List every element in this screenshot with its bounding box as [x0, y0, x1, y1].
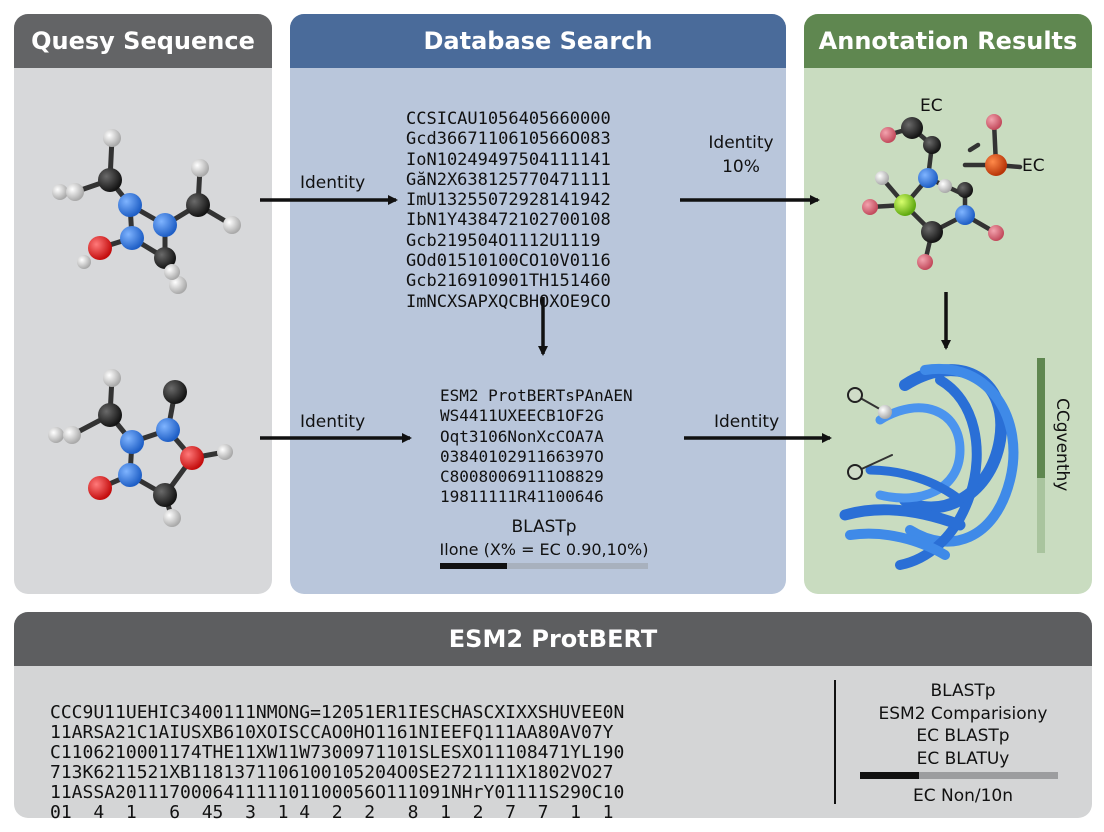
arrow-label-top-right: Identity 10%: [708, 133, 774, 177]
sequence-line: 11ASSA201117000641111101100056O111091NHr…: [50, 782, 625, 803]
database-search-panel: Database Search: [290, 14, 786, 594]
blast-label: BLASTp: [511, 517, 577, 537]
arrow-label-bottom-right: Identity: [714, 412, 780, 432]
sequence-line: ImU13255072928141942: [406, 190, 611, 211]
ec-label-right: EC: [1022, 156, 1045, 176]
arrow-label-top-left: Identity: [300, 173, 366, 193]
protein-ribbon-icon: [839, 363, 1019, 570]
sequence-line: CCSICAU1056405660000: [406, 109, 611, 129]
molecule-2-atoms: [48, 369, 233, 527]
blast-progress-track: [440, 563, 648, 569]
sequence-line: IoN10249497504111141: [406, 149, 611, 170]
molecule-1-icon: [72, 135, 235, 288]
bottom-right-line: ESM2 Comparisiony: [878, 703, 1048, 724]
sequence-line: ESM2 ProtBERTsPAnAEN: [440, 386, 633, 405]
sequence-line: Oqt3106NonXcCOA7A: [440, 426, 604, 446]
annotation-molecule-atoms: [862, 114, 1007, 270]
sequence-line: 0384010291166397O: [440, 446, 604, 466]
sequence-line: Gcd3667110610566O083: [406, 129, 611, 150]
database-panel-title: Database Search: [290, 14, 786, 68]
bottom-right-line: EC BLASTp: [916, 726, 1010, 746]
arrow-label-bottom-left: Identity: [300, 412, 366, 432]
sequence-line: GăN2X638125770471111: [406, 169, 611, 190]
bottom-panel-title: ESM2 ProtBERT: [14, 612, 1092, 666]
query-panel-title: Quesy Sequence: [14, 14, 272, 68]
sequence-line: ImNCXSAPXQCBHOXOE9CO: [406, 291, 611, 312]
sequence-line: Gcb219504O1112U1119: [406, 230, 601, 251]
blast-progress-fill: [440, 563, 507, 569]
bottom-right-footer: EC Non/10n: [912, 786, 1014, 806]
bottom-sequence-block: CCC9U11UEHIC3400111NMONG=12051ER1IESCHAS…: [50, 682, 624, 823]
bottom-right-line: BLASTp: [930, 681, 996, 701]
sequence-line: CCC9U11UEHIC3400111NMONG=12051ER1IESCHAS…: [50, 702, 625, 723]
sequence-line: GOd01510100CO10V0116: [406, 251, 611, 272]
sequence-line: WS4411UXEECB1OF2G: [440, 406, 604, 426]
sequence-line: 713K6211521XB1181371106100105204O0SE2721…: [50, 762, 614, 783]
sequence-line: 11ARSA21C1AIUSXB610XOISCCAO0HO1161NIEEFQ…: [50, 722, 614, 743]
annotation-panel-title: Annotation Results: [804, 14, 1092, 68]
flow-arrows: [260, 195, 951, 443]
annotation-side-label: CCgventhy: [1052, 398, 1072, 492]
sequence-line: C80080069111O8829: [440, 467, 604, 487]
sequence-line: Gcb216910901TH151460: [406, 271, 611, 292]
query-sequence-panel: Quesy Sequence: [14, 14, 272, 594]
sequence-line: 19811111R41100646: [440, 487, 604, 507]
bottom-progress-fill: [860, 772, 920, 779]
sequence-line: IbN1Y438472102700108: [406, 210, 611, 231]
esm2-protbert-panel: ESM2 ProtBERT: [14, 612, 1092, 818]
molecule-1-atoms: [52, 129, 241, 294]
annotation-side-bar: [1037, 358, 1045, 553]
blast-sub-label: Ilone (X% = EC 0.90,10%): [439, 540, 649, 559]
protein-ligand-atoms: [847, 387, 892, 480]
sequence-line: C1106210001174THE11XW11W7300971101SLESXO…: [50, 742, 625, 763]
bottom-progress-track: [860, 772, 1058, 779]
ec-label-top: EC: [920, 96, 943, 116]
sequence-line: 01 4 1 6 45 3 1 4 2 2 8 1 2 7 7 1 1: [50, 802, 614, 823]
bottom-right-line: EC BLATUy: [916, 748, 1010, 769]
